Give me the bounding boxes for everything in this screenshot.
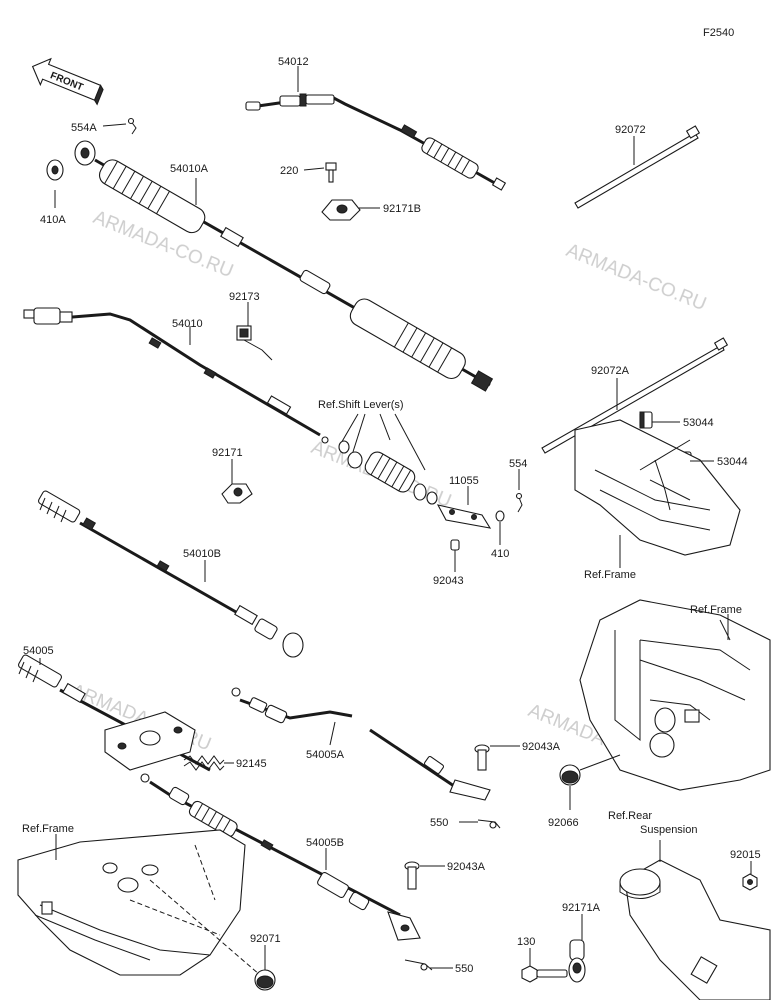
label-92072A: 92072A bbox=[591, 365, 630, 377]
grommet-92071 bbox=[254, 969, 276, 991]
bracket-11055 bbox=[436, 504, 492, 529]
pin-92043A-a bbox=[474, 744, 490, 771]
label-54005B: 54005B bbox=[306, 837, 344, 849]
frame-left bbox=[17, 829, 261, 976]
label-92171A: 92171A bbox=[562, 902, 601, 914]
label-54010A: 54010A bbox=[170, 163, 209, 175]
ref-shift-lever: Ref.Shift Lever(s) bbox=[318, 399, 404, 411]
pin-92043 bbox=[450, 539, 460, 551]
label-92043: 92043 bbox=[433, 575, 464, 587]
clip-550-b bbox=[404, 959, 433, 971]
label-92071: 92071 bbox=[250, 933, 281, 945]
watermark-2: ARMADA-CO.RU bbox=[563, 240, 709, 315]
label-92043A-b: 92043A bbox=[447, 861, 486, 873]
cable-54012 bbox=[245, 93, 507, 191]
watermark-1: ARMADA-CO.RU bbox=[90, 207, 236, 282]
bolt-130 bbox=[521, 965, 568, 983]
clamp-92171A bbox=[568, 939, 586, 983]
tie-92072A bbox=[541, 337, 729, 454]
label-550-b: 550 bbox=[455, 963, 473, 975]
clip-554 bbox=[515, 492, 523, 513]
label-554A: 554A bbox=[71, 122, 97, 134]
label-92173: 92173 bbox=[229, 291, 260, 303]
ref-rear-suspension-2: Suspension bbox=[640, 824, 698, 836]
cable-54005 bbox=[17, 654, 211, 772]
nut-92015 bbox=[742, 873, 758, 891]
bolt-220 bbox=[325, 162, 337, 183]
clip-554A bbox=[127, 117, 137, 135]
label-92171: 92171 bbox=[212, 447, 243, 459]
label-54005: 54005 bbox=[23, 645, 54, 657]
washer-410 bbox=[495, 510, 505, 522]
part-labels: 54012 554A 54010A 220 92072 410A 92171B … bbox=[23, 56, 761, 975]
label-11055: 11055 bbox=[449, 475, 479, 487]
pin-92043A-b bbox=[404, 861, 420, 890]
label-92015: 92015 bbox=[730, 849, 761, 861]
cable-54010 bbox=[23, 307, 329, 444]
label-92043A-a: 92043A bbox=[522, 741, 561, 753]
clip-550-a bbox=[477, 819, 501, 829]
label-53044-b: 53044 bbox=[717, 456, 748, 468]
ref-frame-right: Ref.Frame bbox=[690, 604, 742, 616]
clamp-92171 bbox=[221, 483, 253, 504]
label-410A: 410A bbox=[40, 214, 66, 226]
frame-right bbox=[579, 599, 771, 791]
ref-frame-mid: Ref.Frame bbox=[584, 569, 636, 581]
label-54010B: 54010B bbox=[183, 548, 221, 560]
cable-54010A bbox=[74, 140, 494, 392]
clamp-92173 bbox=[236, 325, 273, 361]
leader-lines bbox=[39, 66, 752, 970]
tie-92072 bbox=[574, 125, 701, 209]
label-130: 130 bbox=[517, 936, 535, 948]
label-92171B: 92171B bbox=[383, 203, 421, 215]
label-410: 410 bbox=[491, 548, 509, 560]
label-92072: 92072 bbox=[615, 124, 646, 136]
label-53044-a: 53044 bbox=[683, 417, 714, 429]
rear-suspension bbox=[619, 859, 771, 1000]
ref-labels: Ref.Shift Lever(s) Ref.Frame Ref.Frame R… bbox=[22, 399, 742, 836]
label-550-a: 550 bbox=[430, 817, 448, 829]
washer-410A bbox=[46, 159, 64, 181]
frame-mid-right bbox=[574, 419, 741, 565]
label-92145: 92145 bbox=[236, 758, 267, 770]
label-554: 554 bbox=[509, 458, 527, 470]
spring-92145 bbox=[183, 755, 225, 771]
grommet-92066 bbox=[559, 754, 621, 786]
ref-frame-left: Ref.Frame bbox=[22, 823, 74, 835]
figure-code: F2540 bbox=[703, 27, 734, 39]
label-54010: 54010 bbox=[172, 318, 203, 330]
shift-lever-parts bbox=[338, 413, 438, 505]
cable-54010B bbox=[37, 490, 304, 658]
label-54005A: 54005A bbox=[306, 749, 345, 761]
clamp-92171B bbox=[321, 199, 361, 221]
label-92066: 92066 bbox=[548, 817, 579, 829]
cable-54005B bbox=[140, 773, 421, 941]
front-arrow-icon: FRONT bbox=[31, 57, 104, 106]
label-220: 220 bbox=[280, 165, 298, 177]
label-54012: 54012 bbox=[278, 56, 309, 68]
cable-54005A bbox=[231, 687, 491, 801]
pad-53044-a bbox=[639, 411, 653, 429]
ref-rear-suspension-1: Ref.Rear bbox=[608, 810, 652, 822]
